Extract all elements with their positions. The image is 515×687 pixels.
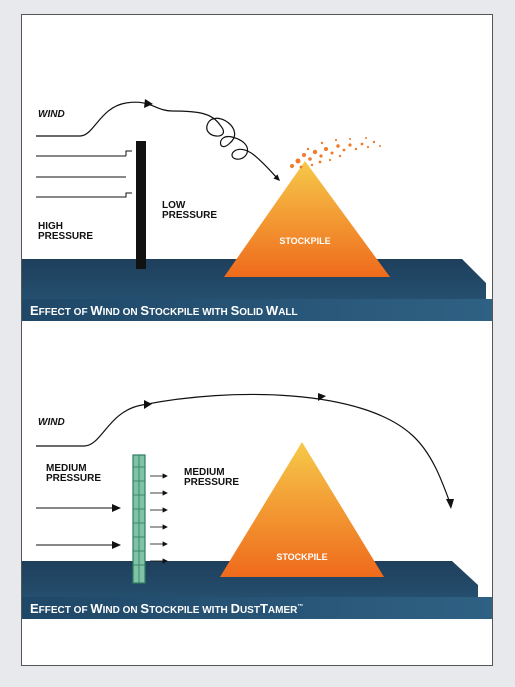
pass-through-arrows: [150, 473, 168, 564]
banner-strip-2: [22, 597, 492, 619]
wind-arc-arrow-3: [446, 499, 454, 509]
solid-wall: [136, 141, 146, 269]
stockpile-1: [224, 161, 390, 277]
wind-arc-arrow-2: [318, 393, 326, 401]
pressure-arrow-1-tip: [125, 150, 132, 156]
wind-arrowhead-top: [144, 99, 153, 108]
mesh-grid: [133, 455, 145, 583]
arrow-left-2-head: [112, 541, 121, 549]
wind-label-2: WIND: [38, 417, 65, 428]
dust-particles: [290, 137, 381, 169]
wind-label-1: WIND: [38, 109, 65, 120]
stockpile-2: [220, 442, 384, 577]
pressure-arrow-3: [36, 192, 132, 198]
panel-solid-wall: EFFECT OF WIND ON STOCKPILE WITH SOLID W…: [22, 99, 492, 321]
banner-strip: [22, 299, 492, 321]
banner-title-2: EFFECT OF WIND ON STOCKPILE WITH DUSTTAM…: [30, 601, 303, 616]
panel-dusttamer: EFFECT OF WIND ON STOCKPILE WITH DUSTTAM…: [22, 393, 492, 619]
stockpile-label-2: STOCKPILE: [276, 552, 327, 562]
medium-pressure-left-label: MEDIUM PRESSURE: [46, 463, 101, 484]
stockpile-diagram: EFFECT OF WIND ON STOCKPILE WITH SOLID W…: [22, 99, 492, 619]
high-pressure-label: HIGH PRESSURE: [38, 221, 93, 242]
wind-arc-arrow-1: [144, 400, 152, 409]
banner-title-1: EFFECT OF WIND ON STOCKPILE WITH SOLID W…: [30, 303, 298, 318]
diagram-card: EFFECT OF WIND ON STOCKPILE WITH SOLID W…: [21, 14, 493, 666]
medium-pressure-right-label: MEDIUM PRESSURE: [184, 467, 239, 488]
stockpile-label-1: STOCKPILE: [279, 236, 330, 246]
wind-flow-curve: [36, 101, 281, 182]
arrow-left-1-head: [112, 504, 121, 512]
wind-arc: [36, 393, 451, 504]
low-pressure-label: LOW PRESSURE: [162, 200, 217, 221]
